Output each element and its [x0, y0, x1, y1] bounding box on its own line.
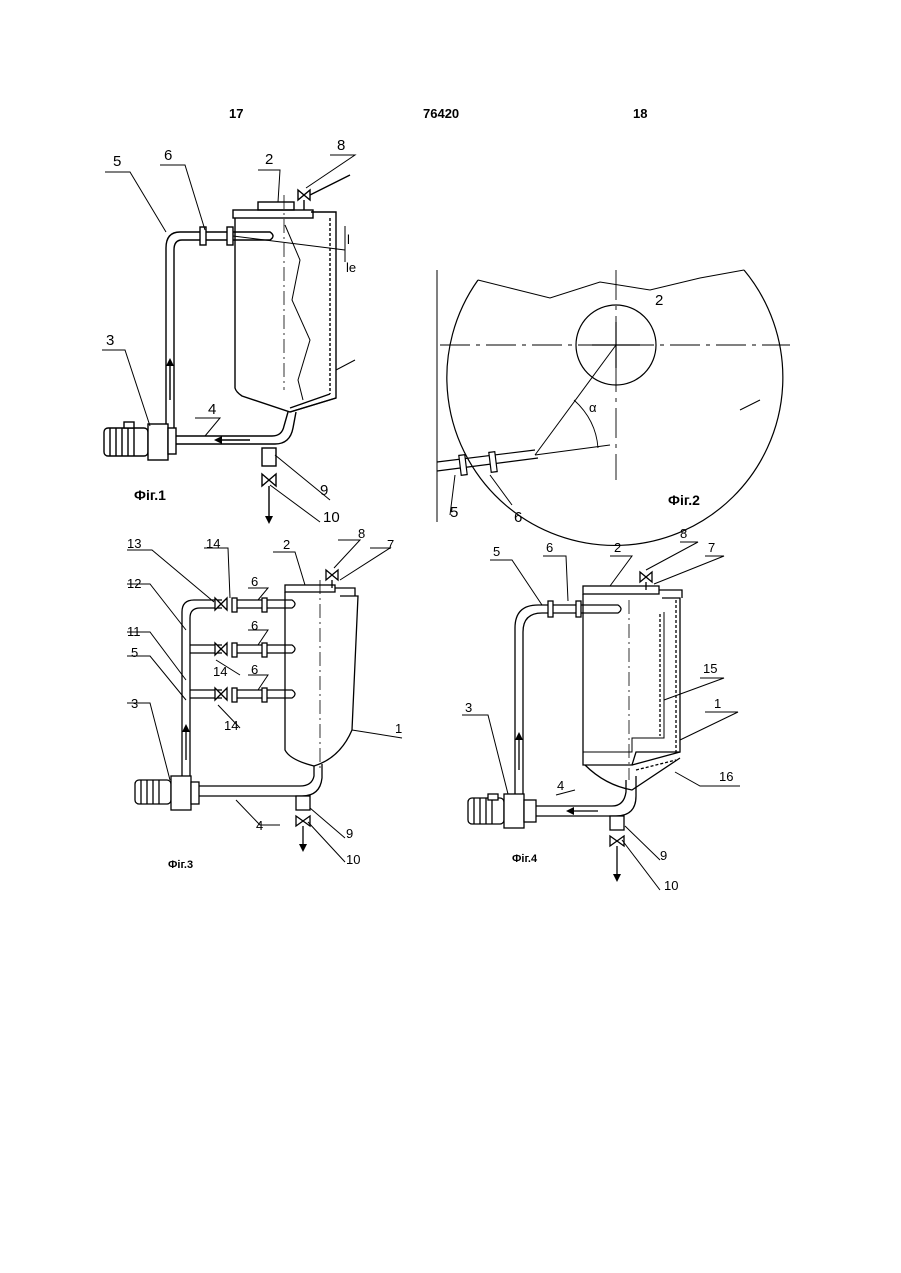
fig1-label-2: 2: [265, 151, 273, 168]
fig3-label-6-low: 6: [251, 662, 258, 677]
fig1-tank-body: [235, 212, 336, 412]
fig4-label-6: 6: [546, 540, 553, 555]
fig3-pipe-4: [199, 764, 322, 796]
fig2-label-alpha: α: [589, 400, 597, 415]
fig2-label-5: 5: [450, 504, 458, 521]
fig3-label-8: 8: [358, 526, 365, 541]
fig1-label-4: 4: [208, 401, 216, 418]
fig1-label-10: 10: [323, 509, 340, 526]
fig1-pipe-4: [175, 412, 296, 444]
fig1-label-l: l: [347, 232, 350, 247]
fig1-tank-lid: [233, 210, 313, 218]
fig1-hatch: [258, 202, 294, 210]
fig3-label-12: 12: [127, 576, 141, 591]
fig4-label-7: 7: [708, 540, 715, 555]
fig3-label-4: 4: [256, 818, 263, 833]
fig3-label-9: 9: [346, 826, 353, 841]
fig3-tank-body: [285, 592, 358, 766]
fig4-riser: [515, 605, 583, 795]
fig3-vent-valve: [326, 570, 338, 580]
fig4-label-5: 5: [493, 544, 500, 559]
fig4-label-4: 4: [557, 778, 564, 793]
fig3-diagram: [127, 540, 402, 862]
fig3-label-13: 13: [127, 536, 141, 551]
fig2-caption: Фіг.2: [668, 492, 700, 508]
fig4-label-16: 16: [719, 769, 733, 784]
fig3-label-5: 5: [131, 645, 138, 660]
fig3-label-3: 3: [131, 696, 138, 711]
fig3-label-14-low: 14: [224, 718, 238, 733]
fig4-inner-tank: [583, 598, 664, 752]
fig4-caption: Фіг.4: [512, 853, 538, 865]
fig4-label-3: 3: [465, 700, 472, 715]
fig3-label-7: 7: [387, 537, 394, 552]
fig4-diagram: [462, 542, 740, 890]
fig4-label-8: 8: [680, 526, 687, 541]
fig1-vent-valve: [298, 190, 310, 200]
fig3-label-6-mid: 6: [251, 618, 258, 633]
fig1-pipe-5: [166, 232, 233, 432]
fig2-tank-outline: [447, 270, 783, 545]
fig1-label-6: 6: [164, 147, 172, 164]
fig4-label-2: 2: [614, 540, 621, 555]
fig1-label-le: lе: [346, 260, 356, 275]
fig4-label-9: 9: [660, 848, 667, 863]
fig2-diagram: [437, 270, 790, 545]
fig1-drain-valve: [262, 474, 276, 486]
fig3-label-1: 1: [395, 721, 402, 736]
fig4-pipe-4: [536, 776, 636, 816]
fig3-label-2: 2: [283, 537, 290, 552]
fig1-caption: Фіг.1: [134, 487, 166, 503]
fig1-label-3: 3: [106, 332, 114, 349]
fig1-label-9: 9: [320, 482, 328, 499]
fig1-break-line: [285, 225, 310, 400]
fig3-label-14-top: 14: [206, 536, 220, 551]
fig4-label-15: 15: [703, 661, 717, 676]
fig1-label-5: 5: [113, 153, 121, 170]
fig3-label-14-mid: 14: [213, 664, 227, 679]
fig1-label-8: 8: [337, 137, 345, 154]
fig3-label-6-top: 6: [251, 574, 258, 589]
fig3-label-11: 11: [127, 624, 141, 639]
fig3-caption: Фіг.3: [168, 859, 193, 871]
fig2-label-6: 6: [514, 509, 522, 526]
fig4-vent-valve: [640, 572, 652, 582]
fig4-label-10: 10: [664, 878, 678, 893]
fig1-diagram: [102, 155, 355, 522]
fig3-label-10: 10: [346, 852, 360, 867]
fig2-label-2: 2: [655, 292, 663, 309]
fig4-label-1: 1: [714, 696, 721, 711]
fig2-pipe: [437, 450, 538, 471]
